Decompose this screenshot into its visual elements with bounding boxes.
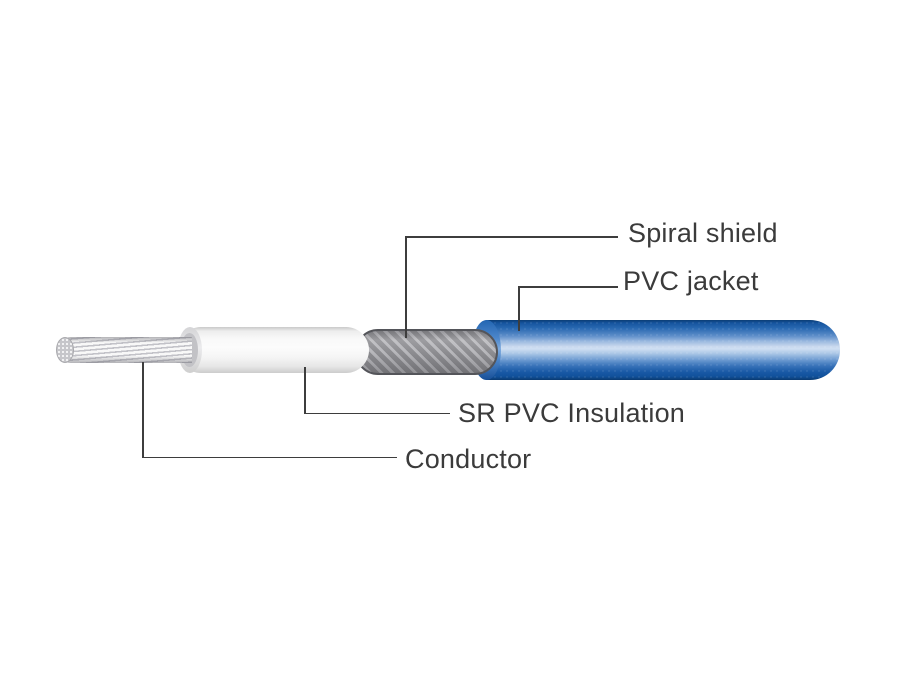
spiral-shield [355, 329, 498, 375]
conductor [58, 337, 192, 363]
pvc-jacket-leader-horizontal [518, 286, 618, 288]
label-sr-pvc-insulation: SR PVC Insulation [458, 398, 686, 428]
conductor-leader-horizontal [142, 456, 397, 458]
pvc-jacket [486, 320, 840, 380]
spiral-shield-leader-vertical [405, 236, 407, 338]
label-spiral-shield: Spiral shield [628, 218, 778, 248]
conductor-end-face [56, 337, 74, 363]
pvc-jacket-leader-vertical [518, 286, 520, 331]
label-pvc-jacket: PVC jacket [623, 266, 759, 296]
label-conductor: Conductor [405, 444, 532, 474]
sr-pvc-insulation [178, 327, 369, 373]
insulation-leader-horizontal [304, 412, 450, 414]
spiral-shield-leader-horizontal [405, 236, 618, 238]
conductor-leader-vertical [142, 362, 144, 458]
insulation-leader-vertical [304, 367, 306, 414]
